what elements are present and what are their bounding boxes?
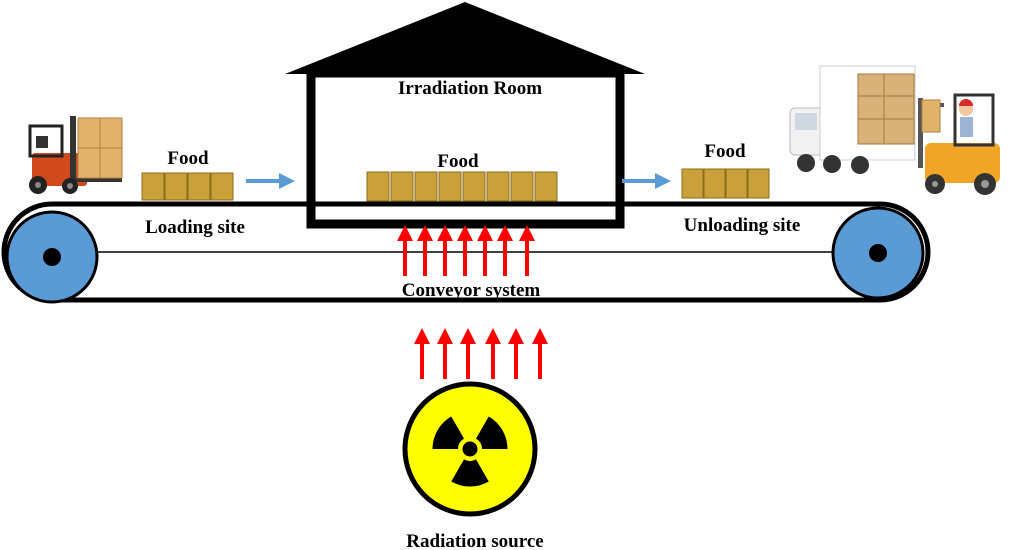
food-boxes-room <box>366 171 558 202</box>
irradiation-room-title: Irradiation Room <box>398 78 542 99</box>
irradiation-room <box>285 2 645 229</box>
food-boxes-loading <box>141 172 234 201</box>
right-wheel <box>831 206 925 300</box>
radiation-arrows-upper <box>397 225 535 276</box>
left-wheel <box>5 210 99 304</box>
radiation-trefoil-icon <box>402 381 538 517</box>
food-label-unloading: Food <box>704 141 746 162</box>
food-boxes-unloading <box>681 168 770 199</box>
food-label-loading: Food <box>167 148 209 169</box>
radiation-arrows-lower <box>414 328 548 379</box>
truck-with-forklift-icon <box>789 65 1000 195</box>
food-label-room: Food <box>437 151 479 172</box>
radiation-source-label: Radiation source <box>406 531 543 550</box>
forklift-icon <box>28 116 123 194</box>
conveyor-system-label: Conveyor system <box>402 280 541 301</box>
unloading-site-label: Unloading site <box>684 215 801 236</box>
loading-site-label: Loading site <box>145 217 245 238</box>
